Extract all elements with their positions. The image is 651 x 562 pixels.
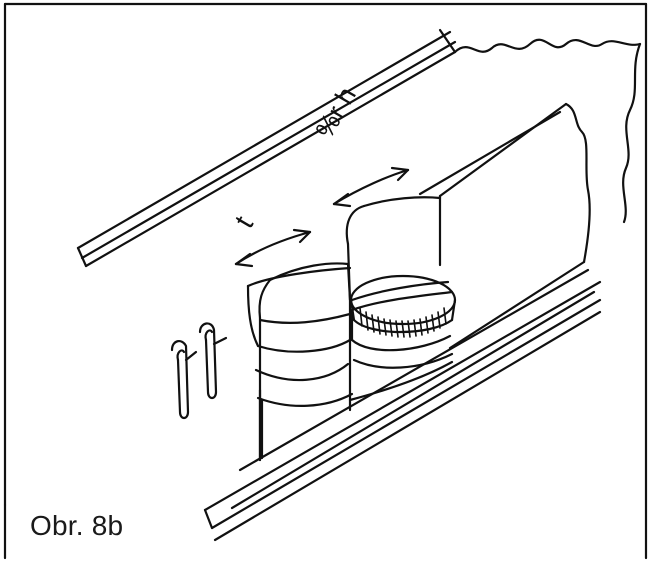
right-wavy <box>622 42 642 224</box>
housing-right <box>230 102 596 510</box>
knurled-wheel <box>349 274 457 338</box>
wavy-edge <box>453 38 642 54</box>
rh-arrow <box>332 166 410 208</box>
knob-rh <box>345 196 454 402</box>
recess <box>258 262 352 462</box>
t-arrow <box>234 228 312 268</box>
border <box>3 2 648 560</box>
label-rh: %r h <box>309 82 362 143</box>
figure-caption: Obr. 8b <box>30 510 124 541</box>
top-rail <box>76 28 457 268</box>
knob-t <box>246 266 354 460</box>
base-plate <box>203 280 602 542</box>
clip-tools <box>170 322 228 420</box>
label-t: t <box>228 211 259 233</box>
